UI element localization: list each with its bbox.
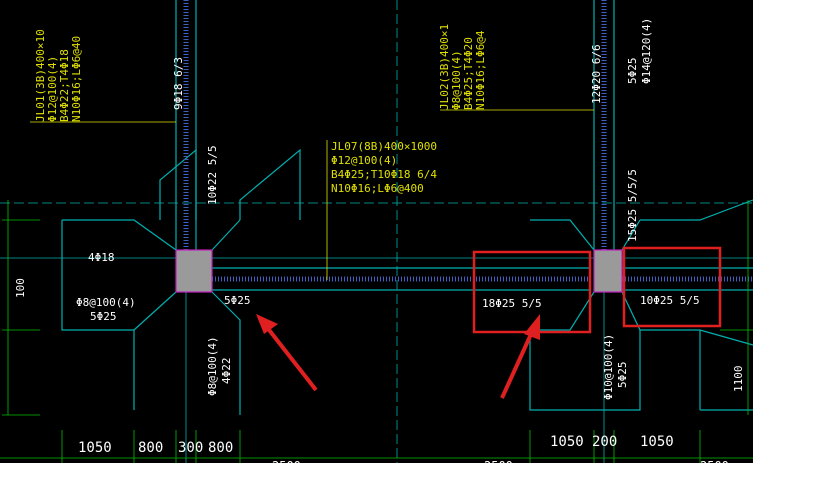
beam-jl07-label: JL07(8B)400×1000 Φ12@100(4) B4Φ25;T10Φ18… bbox=[331, 140, 437, 195]
dim-partial-1: 2500 bbox=[272, 459, 301, 473]
svg-text:B4Φ22;T4Φ18: B4Φ22;T4Φ18 bbox=[58, 49, 71, 122]
rebar-top-right-1: 5Φ25 bbox=[626, 58, 639, 85]
svg-text:JL02(3B)400×1: JL02(3B)400×1 bbox=[438, 24, 451, 110]
arrow-right-shaft bbox=[500, 331, 534, 399]
rebar-top-right-2: Φ14@120(4) bbox=[640, 18, 653, 84]
dim-bottom-3: 300 bbox=[178, 440, 203, 456]
rebar-left-pad-top: 4Φ18 bbox=[88, 251, 115, 264]
svg-text:N10Φ16;LΦ6@4: N10Φ16;LΦ6@4 bbox=[474, 30, 487, 110]
svg-text:Φ8@100(4): Φ8@100(4) bbox=[450, 50, 463, 110]
leader-lines bbox=[30, 109, 594, 280]
dim-partial-3: 2500 bbox=[700, 459, 729, 473]
rebar-center-bottom: 5Φ25 bbox=[224, 294, 251, 307]
dimension-lines bbox=[0, 200, 753, 463]
svg-text:Φ12@100(4): Φ12@100(4) bbox=[331, 154, 397, 167]
beam-jl01-label: JL01(3B)400×10 Φ12@100(4) B4Φ22;T4Φ18 N1… bbox=[34, 29, 83, 122]
rebar-stub-down-2: 4Φ22 bbox=[220, 358, 233, 385]
rebar-right-stub-2: 5Φ25 bbox=[616, 362, 629, 389]
rebar-right-col-vertical: 15Φ25 5/5/5 bbox=[626, 169, 639, 242]
dim-left-vertical: 100 bbox=[14, 278, 27, 298]
rebar-stub-down-1: Φ8@100(4) bbox=[206, 336, 219, 396]
red-arrows bbox=[256, 314, 540, 399]
rebar-box2-label: 10Φ25 5/5 bbox=[640, 294, 700, 307]
svg-text:JL01(3B)400×10: JL01(3B)400×10 bbox=[34, 29, 47, 122]
svg-text:Φ12@100(4): Φ12@100(4) bbox=[46, 56, 59, 122]
dim-bottom-7: 1050 bbox=[640, 434, 674, 450]
arrow-right-head bbox=[524, 314, 540, 340]
dim-partial-2: 2500 bbox=[484, 459, 513, 473]
beam-hatching bbox=[183, 0, 753, 282]
arrow-left-head bbox=[256, 314, 278, 334]
beam-jl02-label: JL02(3B)400×1 Φ8@100(4) B4Φ25;T4Φ20 N10Φ… bbox=[438, 24, 487, 110]
dim-bottom-1: 1050 bbox=[78, 440, 112, 456]
rebar-col-mid-vertical: 10Φ22 5/5 bbox=[206, 145, 219, 205]
rebar-box1-label: 18Φ25 5/5 bbox=[482, 297, 542, 310]
svg-text:N10Φ16;LΦ6@40: N10Φ16;LΦ6@40 bbox=[70, 36, 83, 122]
dim-bottom-6: 200 bbox=[592, 434, 617, 450]
dim-bottom-4: 800 bbox=[208, 440, 233, 456]
highlight-box-right bbox=[622, 246, 722, 328]
dim-bottom-2: 800 bbox=[138, 440, 163, 456]
rebar-left-pad-stirrup: Φ8@100(4) bbox=[76, 296, 136, 309]
rebar-right-stub-1: Φ10@100(4) bbox=[602, 334, 615, 400]
dim-right-vertical: 1100 bbox=[732, 366, 745, 393]
svg-text:N10Φ16;LΦ6@400: N10Φ16;LΦ6@400 bbox=[331, 182, 424, 195]
dim-bottom-5: 1050 bbox=[550, 434, 584, 450]
beam-outlines bbox=[61, 0, 754, 415]
arrow-left-shaft bbox=[264, 324, 318, 392]
svg-text:B4Φ25;T10Φ18 6/4: B4Φ25;T10Φ18 6/4 bbox=[331, 168, 437, 181]
rebar-labels: 9Φ18 6/3 10Φ22 5/5 12Φ20 6/6 5Φ25 Φ14@12… bbox=[76, 18, 700, 400]
column-right bbox=[593, 249, 623, 293]
rebar-left-pad-bottom: 5Φ25 bbox=[90, 310, 117, 323]
drawing-background bbox=[0, 0, 753, 463]
rebar-left-col-top: 9Φ18 6/3 bbox=[172, 57, 185, 110]
column-left bbox=[175, 249, 213, 293]
svg-text:B4Φ25;T4Φ20: B4Φ25;T4Φ20 bbox=[462, 37, 475, 110]
rebar-right-col-top: 12Φ20 6/6 bbox=[590, 44, 603, 104]
dimension-labels: 100 1100 1050 800 300 800 1050 200 1050 … bbox=[14, 278, 745, 473]
svg-text:JL07(8B)400×1000: JL07(8B)400×1000 bbox=[331, 140, 437, 153]
